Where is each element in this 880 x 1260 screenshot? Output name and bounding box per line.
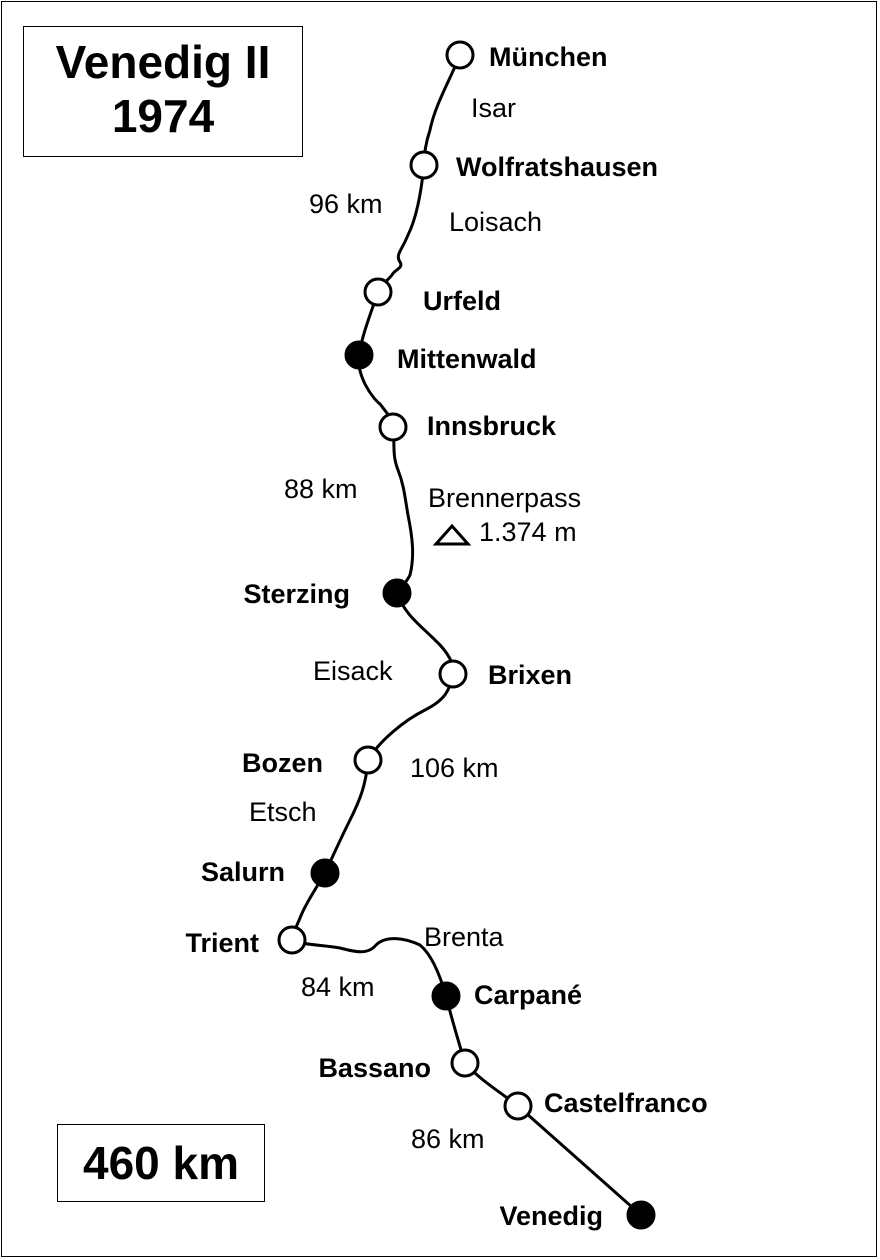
river-label-eisack: Eisack <box>313 656 393 686</box>
stop-marker-castelfranco <box>503 1091 533 1121</box>
stop-marker-munchen <box>445 40 475 70</box>
segment-distance-4: 84 km <box>301 972 375 1002</box>
segment-distance-2: 88 km <box>284 474 358 504</box>
title-line-1: Venedig II <box>55 36 271 88</box>
stop-marker-bozen <box>353 745 383 775</box>
stop-label-munchen: München <box>489 42 608 72</box>
stop-label-brixen: Brixen <box>488 660 572 690</box>
stop-marker-venedig <box>626 1200 656 1230</box>
stop-label-wolfratshausen: Wolfratshausen <box>456 152 658 182</box>
stop-marker-carpane <box>431 981 461 1011</box>
river-label-etsch: Etsch <box>249 797 317 827</box>
stop-label-salurn: Salurn <box>201 857 285 887</box>
total-distance: 460 km <box>57 1124 265 1202</box>
title-box: Venedig II 1974 <box>23 26 303 157</box>
stop-label-innsbruck: Innsbruck <box>427 411 557 441</box>
pass-triangle-icon <box>432 523 472 546</box>
segment-distance-3: 106 km <box>410 753 499 783</box>
stop-label-castelfranco: Castelfranco <box>544 1088 708 1118</box>
stop-marker-bassano <box>450 1048 480 1078</box>
river-label-isar: Isar <box>471 93 516 123</box>
pass-elevation: 1.374 m <box>479 517 577 547</box>
stop-label-urfeld: Urfeld <box>423 286 501 316</box>
pass-name: Brennerpass <box>428 483 581 513</box>
stop-marker-wolfratshausen <box>409 150 439 180</box>
title-line-2: 1974 <box>111 90 215 142</box>
stop-marker-brixen <box>438 659 468 689</box>
stop-marker-trient <box>277 925 307 955</box>
river-label-brenta: Brenta <box>424 922 505 952</box>
segment-distance-1: 96 km <box>309 189 383 219</box>
stop-marker-urfeld <box>363 277 393 307</box>
stop-label-bassano: Bassano <box>318 1053 431 1083</box>
stop-marker-salurn <box>310 858 340 888</box>
stop-marker-innsbruck <box>378 412 408 442</box>
stop-label-carpane: Carpané <box>474 980 582 1010</box>
stop-label-trient: Trient <box>185 928 259 958</box>
route-line <box>290 53 643 1217</box>
segment-distance-5: 86 km <box>411 1124 485 1154</box>
stop-label-bozen: Bozen <box>242 748 323 778</box>
stop-marker-sterzing <box>382 578 412 608</box>
stop-marker-mittenwald <box>344 340 374 370</box>
stop-label-venedig: Venedig <box>499 1201 603 1231</box>
river-label-loisach: Loisach <box>449 207 542 237</box>
stop-label-sterzing: Sterzing <box>243 579 350 609</box>
stop-label-mittenwald: Mittenwald <box>397 344 537 374</box>
